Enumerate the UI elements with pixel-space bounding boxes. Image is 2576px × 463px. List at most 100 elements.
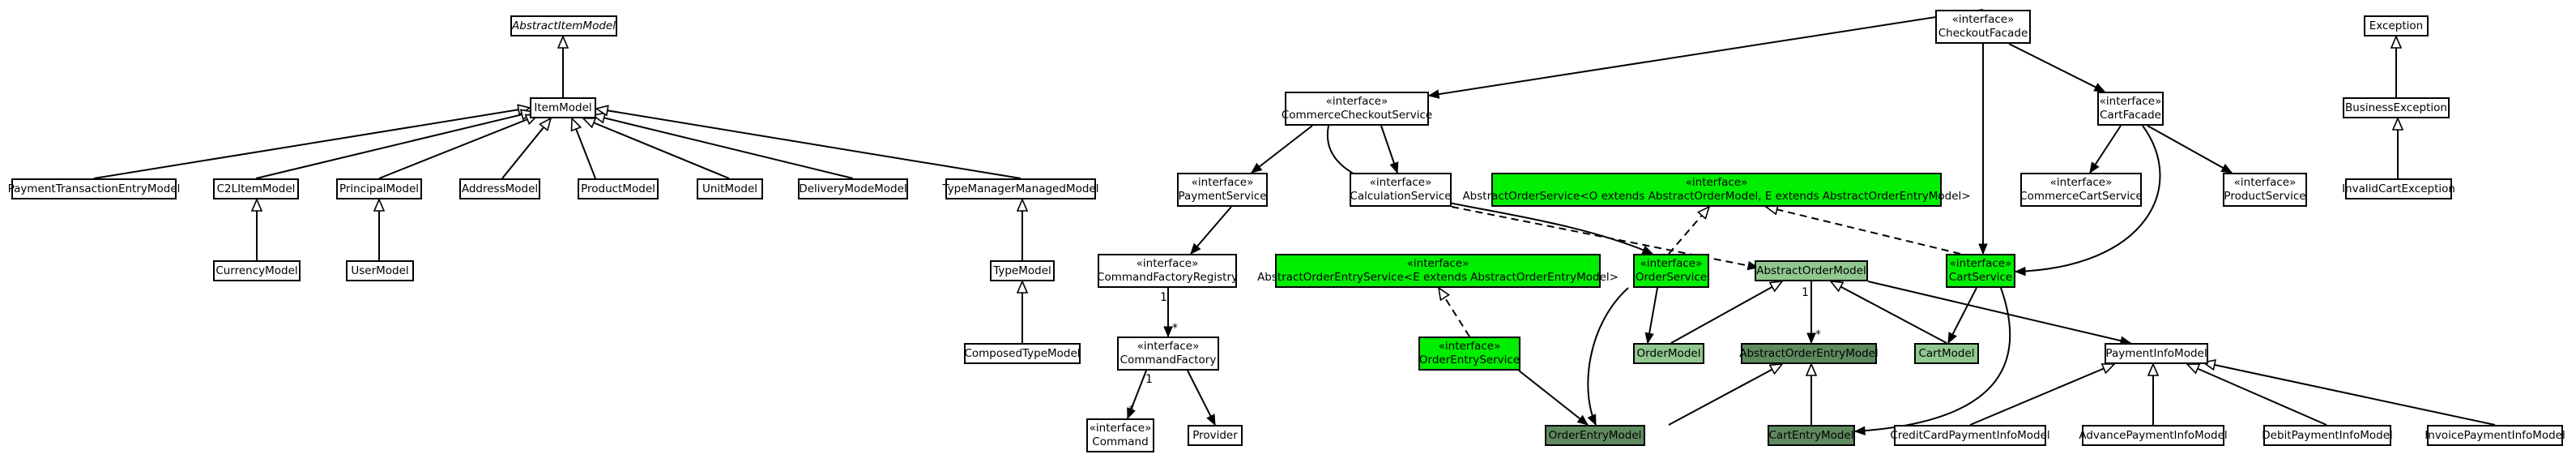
product-service-interface: «interface» ProductService	[2223, 173, 2307, 207]
class-name: CartModel	[1918, 346, 1975, 360]
class-name: OrderModel	[1636, 346, 1701, 360]
interface-name: CommandFactoryRegistry	[1097, 271, 1238, 284]
dependency-edge	[1191, 206, 1232, 254]
interface-name: AbstractOrderService<O extends AbstractO…	[1462, 190, 1971, 203]
dependency-edge	[1855, 287, 2011, 431]
stereotype-label: «interface»	[1951, 13, 2015, 26]
class-name: Provider	[1192, 428, 1238, 442]
generalization-edge	[1831, 281, 1947, 344]
order-model-class: OrderModel	[1633, 343, 1704, 364]
class-name: AdvancePaymentInfoModel	[2079, 428, 2228, 442]
commerce-checkout-service-interface: «interface» CommerceCheckoutService	[1281, 92, 1433, 126]
class-name: PaymentInfoModel	[2105, 346, 2207, 360]
realization-edge	[1668, 207, 1709, 255]
type-manager-managed-model-class: TypeManagerManagedModel	[942, 178, 1099, 199]
abstract-order-model-class: AbstractOrderModel	[1755, 260, 1868, 281]
cart-service-interface: «interface» CartService	[1946, 254, 2015, 288]
class-name: UserModel	[351, 264, 409, 277]
class-name: AddressModel	[461, 182, 539, 195]
interface-name: CalculationService	[1350, 190, 1452, 203]
cart-facade-interface: «interface» CartFacade	[2097, 92, 2164, 126]
interface-name: PaymentService	[1178, 190, 1267, 203]
order-service-interface: «interface» OrderService	[1633, 254, 1709, 288]
abstract-item-model-class: AbstractItemModel	[510, 15, 617, 36]
abstract-order-entry-model-class: AbstractOrderEntryModel	[1739, 343, 1879, 364]
unit-model-class: UnitModel	[697, 178, 763, 199]
stereotype-label: «interface»	[1136, 257, 1199, 270]
invoice-payment-info-model-class: InvoicePaymentInfoModel	[2425, 425, 2565, 446]
realization-edge	[1439, 288, 1470, 337]
cart-model-class: CartModel	[1914, 343, 1979, 364]
user-model-class: UserModel	[346, 260, 414, 281]
class-name: C2LItemModel	[216, 182, 296, 195]
interface-name: OrderEntryService	[1418, 354, 1520, 367]
interface-name: CommerceCheckoutService	[1281, 109, 1433, 122]
stereotype-label: «interface»	[1137, 340, 1200, 353]
credit-card-payment-info-model-class: CreditCardPaymentInfoModel	[1890, 425, 2050, 446]
class-name: TypeManagerManagedModel	[942, 182, 1099, 195]
stereotype-label: «interface»	[1325, 95, 1388, 108]
generalization-edge	[1670, 281, 1782, 344]
stereotype-label: «interface»	[1438, 340, 1501, 353]
dependency-edge	[1187, 370, 1216, 425]
dependency-edge	[1587, 287, 1629, 425]
advance-payment-info-model-class: AdvancePaymentInfoModel	[2079, 425, 2228, 446]
class-name: AbstractOrderModel	[1756, 264, 1866, 277]
dependency-edge	[1127, 370, 1147, 418]
dependency-edge	[1252, 125, 1313, 173]
class-name: Exception	[2369, 19, 2424, 32]
class-name: DeliveryModeModel	[799, 182, 907, 195]
interface-name: CheckoutFacade	[1938, 27, 2028, 40]
stereotype-label: «interface»	[1949, 257, 2012, 270]
class-name: PrincipalModel	[339, 182, 420, 195]
class-name: ComposedTypeModel	[964, 346, 1081, 360]
checkout-facade-interface: «interface» CheckoutFacade	[1935, 10, 2031, 44]
stereotype-label: «interface»	[1406, 257, 1469, 270]
generalization-edge	[593, 115, 854, 179]
interface-name: CommandFactory	[1120, 354, 1217, 367]
commerce-cart-service-interface: «interface» CommerceCartService	[2019, 173, 2143, 207]
debit-payment-info-model-class: DebitPaymentInfoModel	[2262, 425, 2393, 446]
stereotype-label: «interface»	[1191, 176, 1254, 189]
class-name: UnitModel	[702, 182, 757, 195]
abstract-order-service-interface: «interface» AbstractOrderService<O exten…	[1462, 173, 1971, 207]
generalization-edge	[2203, 362, 2496, 426]
generalization-edge	[501, 118, 551, 179]
stereotype-label: «interface»	[1685, 176, 1748, 189]
class-name: ProductModel	[581, 182, 655, 195]
generalization-edge	[93, 108, 530, 179]
generalization-edge	[572, 118, 596, 179]
class-name: DebitPaymentInfoModel	[2262, 428, 2393, 442]
class-name: BusinessException	[2345, 101, 2447, 114]
dependency-edge	[1380, 125, 1397, 173]
interface-name: ProductService	[2224, 190, 2306, 203]
provider-class: Provider	[1188, 425, 1243, 446]
payment-info-model-class: PaymentInfoModel	[2105, 343, 2208, 364]
order-entry-service-interface: «interface» OrderEntryService	[1418, 337, 1520, 371]
interface-name: CommerceCartService	[2019, 190, 2143, 203]
class-name: OrderEntryModel	[1548, 428, 1642, 442]
dependency-edge	[1518, 370, 1588, 425]
generalization-edge	[596, 109, 1021, 179]
interface-name: CartFacade	[2100, 109, 2161, 122]
dependency-edge	[2015, 125, 2161, 272]
dependency-edge	[1429, 9, 1984, 96]
item-model-class: ItemModel	[530, 97, 596, 118]
order-entry-model-class: OrderEntryModel	[1545, 425, 1645, 446]
stereotype-label: «interface»	[1089, 422, 1152, 435]
generalization-edge	[1668, 364, 1782, 426]
class-name: InvalidCartException	[2342, 182, 2455, 195]
business-exception-class: BusinessException	[2343, 97, 2450, 118]
class-name: CreditCardPaymentInfoModel	[1890, 428, 2050, 442]
stereotype-label: «interface»	[1369, 176, 1432, 189]
dependency-edge	[1648, 287, 1658, 343]
currency-model-class: CurrencyModel	[213, 260, 301, 281]
stereotype-label: «interface»	[2233, 176, 2297, 189]
dependency-edge	[1867, 281, 2130, 343]
product-model-class: ProductModel	[578, 178, 659, 199]
c2l-item-model-class: C2LItemModel	[213, 178, 299, 199]
delivery-mode-model-class: DeliveryModeModel	[798, 178, 908, 199]
multiplicity-label: *	[1172, 322, 1178, 335]
class-name: PaymentTransactionEntryModel	[7, 182, 181, 195]
